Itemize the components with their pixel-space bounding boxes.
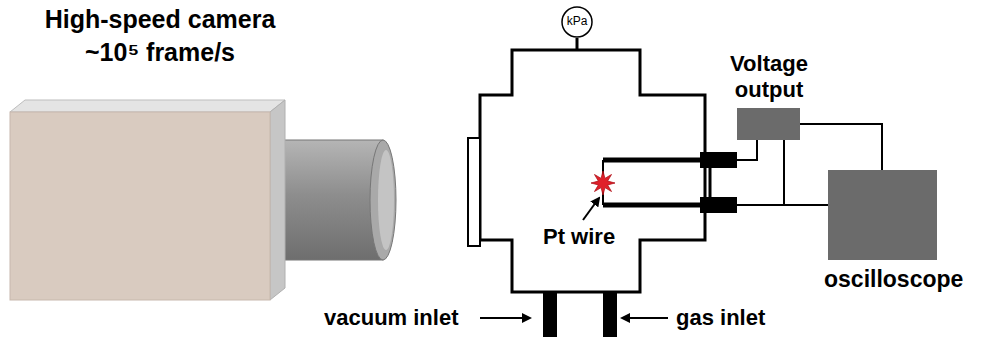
pressure-gauge: kPa [561, 6, 593, 38]
vacuum-chamber: Pt wire [465, 50, 737, 292]
camera-outline [10, 100, 285, 300]
pointer-arrow [622, 317, 668, 319]
gauge-unit: kPa [567, 15, 588, 29]
camera-lens [283, 140, 396, 260]
signal-wire [783, 140, 785, 205]
chamber-outline [465, 50, 737, 292]
wire-connector [737, 140, 757, 160]
voltage-output-box: Voltage output [737, 108, 800, 140]
part-label: High-speed camera [10, 5, 310, 34]
wire-connector [800, 124, 882, 170]
camera-body: High-speed camera~10⁵ frame/s [10, 100, 285, 300]
inlet-label: vacuum inlet [324, 305, 458, 330]
wire-connector [737, 204, 828, 206]
vacuum-pipe [543, 293, 557, 337]
part-label: Pt wire [543, 224, 615, 249]
wire-connector [576, 38, 579, 50]
part-label: Voltage output [707, 51, 831, 102]
part-label: ~10⁵ frame/s [10, 38, 310, 67]
oscilloscope-box: oscilloscope [828, 170, 937, 260]
part-label: oscilloscope [824, 266, 963, 292]
pointer-arrow [480, 317, 530, 319]
inlet-label: gas inlet [676, 305, 765, 330]
gas-pipe [603, 293, 617, 337]
